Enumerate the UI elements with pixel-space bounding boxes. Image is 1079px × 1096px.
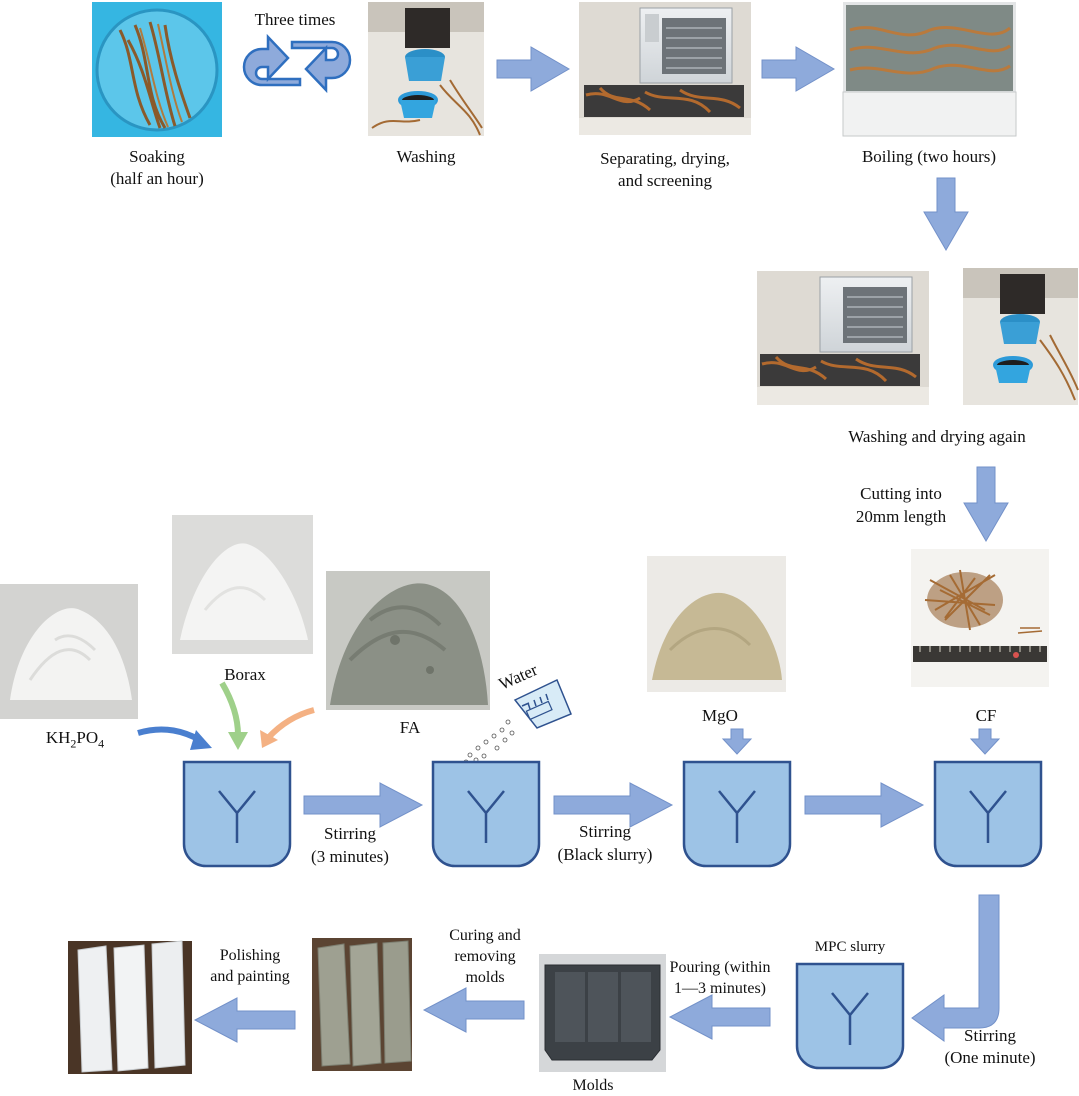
fa-curved-arrow [265, 707, 315, 741]
cycle-arrow-left [242, 33, 302, 87]
washing-again-photo [963, 268, 1079, 405]
polishing-label-line1: Polishing [219, 947, 281, 964]
borax-curved-arrow [219, 681, 241, 736]
soaking-photo [92, 2, 222, 137]
finished-specimens-photo [68, 940, 192, 1074]
water-beaker-icon [463, 678, 572, 765]
borax-photo [172, 515, 313, 654]
cf-photo [911, 549, 1049, 687]
arrow-cf-to-mpc [911, 894, 1000, 1042]
mixer-3 [682, 760, 792, 868]
mgo-label: MgO [702, 706, 738, 725]
boiling-photo [842, 2, 1017, 137]
curing-label-line2: removing [454, 948, 516, 965]
stirring-one-minute-label-line1: Stirring [964, 1026, 1016, 1045]
mixer-mpc-slurry [795, 962, 905, 1070]
separating-label-line2: and screening [618, 171, 712, 190]
boiling-label: Boiling (two hours) [861, 147, 997, 166]
kh2po4-label: KH2PO4 [45, 728, 105, 751]
cycle-arrow-right [290, 40, 352, 94]
cured-specimens-photo [312, 938, 412, 1071]
stirring-3min-label-line2: (3 minutes) [311, 847, 389, 866]
molds-label: Molds [572, 1077, 614, 1094]
separating-drying-photo [579, 2, 751, 135]
cutting-label-line2: 20mm length [855, 507, 947, 526]
mixer-1 [182, 760, 292, 868]
fa-label: FA [399, 718, 421, 737]
mixer-2 [431, 760, 541, 868]
curing-label-line3: molds [465, 969, 505, 986]
arrow-molds-to-cured [422, 987, 525, 1033]
curing-label-line1: Curing and [449, 927, 521, 944]
mpc-slurry-label: MPC slurry [814, 939, 886, 955]
three-times-cycle-arrows [242, 33, 352, 94]
soaking-label: Soaking [129, 147, 185, 166]
arrow-boiling-down [923, 177, 969, 251]
arrow-cutting-down [963, 466, 1009, 542]
water-label: Water [496, 660, 541, 694]
arrow-mpc-to-molds [668, 994, 771, 1040]
molds-photo [539, 954, 666, 1072]
fa-photo [326, 571, 490, 710]
mgo-photo [647, 556, 786, 692]
stirring-3min-label-line1: Stirring [324, 824, 376, 843]
three-times-label: Three times [254, 10, 336, 29]
ingredient-arrows [137, 681, 315, 750]
arrow-mixer3-to-mixer4 [804, 782, 925, 828]
cutting-label-line1: Cutting into [860, 484, 942, 503]
borax-label: Borax [224, 665, 266, 684]
washing-label: Washing [396, 147, 456, 166]
arrow-separating-to-boiling [761, 46, 835, 92]
polishing-label-line2: and painting [210, 968, 290, 985]
mixer-vessels [182, 760, 1043, 1070]
flow-arrows [193, 46, 1009, 1043]
arrow-mixer2-to-mixer3 [553, 782, 674, 828]
cf-label: CF [975, 706, 997, 725]
stirring-black-label-line1: Stirring [579, 822, 631, 841]
arrow-mgo-down [721, 728, 753, 755]
arrow-washing-to-separating [496, 46, 570, 92]
pouring-label-line1: Pouring (within [669, 959, 771, 976]
arrow-cured-to-finished [193, 997, 296, 1043]
pouring-label-line2: 1—3 minutes) [674, 980, 766, 997]
drying-again-photo [757, 271, 929, 405]
kh2po4-photo [0, 584, 138, 719]
arrow-cf-down [969, 728, 1001, 755]
soaking-duration-label: (half an hour) [110, 169, 204, 188]
kh2po4-curved-arrow [137, 726, 202, 743]
washing-drying-again-label: Washing and drying again [848, 427, 1026, 446]
arrow-mixer1-to-mixer2 [303, 782, 424, 828]
stirring-black-label-line2: (Black slurry) [557, 845, 653, 864]
stirring-one-minute-label-line2: (One minute) [944, 1048, 1036, 1067]
washing-photo [368, 2, 484, 136]
mixer-4 [933, 760, 1043, 868]
separating-label-line1: Separating, drying, [600, 149, 730, 168]
